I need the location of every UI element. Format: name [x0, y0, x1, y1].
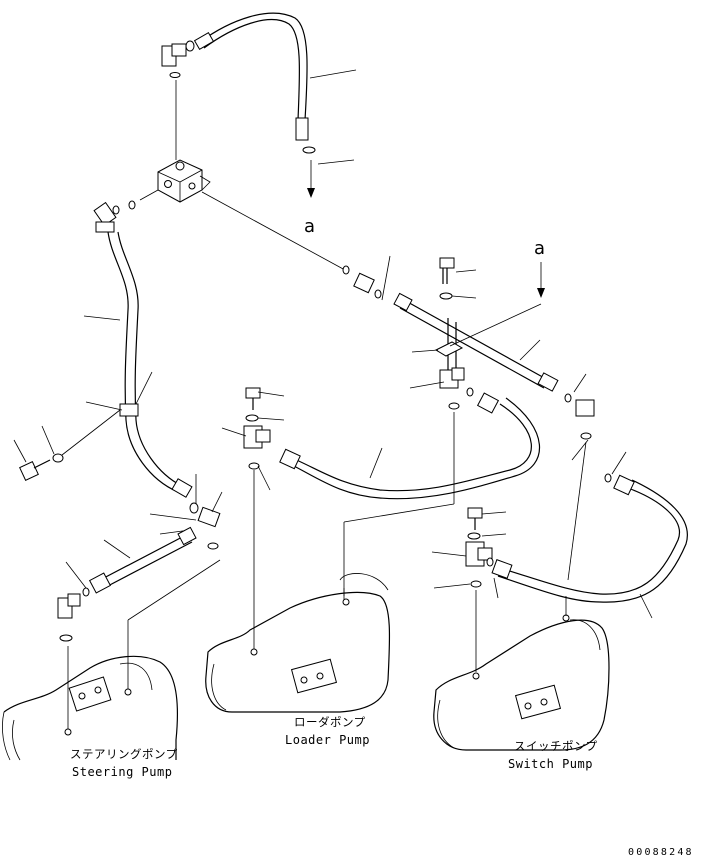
reference-arrow-right: a — [449, 238, 545, 347]
reference-arrow-top: a — [304, 160, 315, 237]
top-hose — [185, 12, 316, 154]
centre-fitting — [342, 265, 382, 299]
left-tee-fitting — [189, 502, 221, 550]
steering-elbow — [57, 593, 81, 730]
leader-loader-washer — [257, 417, 285, 421]
hose-clamp-left — [61, 403, 139, 456]
leader-top-hose — [309, 69, 357, 79]
leader-loader-pump-line — [343, 503, 455, 523]
right-elbow-fitting — [564, 393, 595, 581]
centre-tee-fitting — [439, 367, 474, 504]
leader-loader-elbow — [221, 427, 247, 437]
ref-a-right: a — [534, 238, 545, 259]
leader-switch-elbow — [431, 551, 467, 557]
leader-switch-oring — [611, 451, 627, 475]
leader-clamp-2 — [135, 371, 153, 405]
leader-right-elbow — [573, 373, 587, 393]
loader-pump-en: Loader Pump — [285, 733, 370, 747]
clamp-bolt — [19, 453, 64, 481]
cross-tube-bracket — [434, 341, 464, 357]
loader-pump-label: ローダポンプ Loader Pump — [285, 715, 370, 747]
leader-switch-bolt — [481, 511, 507, 515]
leader-bolt-top — [455, 269, 477, 273]
steering-pump — [2, 655, 179, 761]
loader-hose — [279, 392, 540, 500]
leader-bracket — [411, 349, 439, 353]
switch-pump-jp: スイッチポンプ — [514, 739, 598, 753]
steering-short-hose — [82, 526, 197, 597]
left-elbow-fitting — [93, 201, 117, 233]
switch-elbow-fitting — [465, 507, 494, 672]
loader-elbow-fitting — [243, 387, 271, 470]
steering-pump-jp: ステアリングポンプ — [70, 747, 178, 761]
cross-tube — [393, 292, 559, 392]
leader-switch-washer — [481, 533, 507, 537]
leader-lower-3 — [149, 513, 197, 521]
leader-lower-2 — [211, 491, 223, 513]
leader-centre — [381, 255, 391, 301]
steering-pump-en: Steering Pump — [72, 765, 172, 779]
leader-left-hose — [83, 315, 121, 321]
junction-block — [112, 159, 211, 215]
loader-pump — [205, 573, 391, 713]
leader-switch-hose — [639, 593, 653, 619]
leader-steering-line — [127, 559, 221, 621]
leader-bolt-1 — [13, 439, 27, 463]
leader-loader-oring — [257, 465, 271, 491]
leader-loader-bolt — [257, 391, 285, 397]
switch-pump — [433, 614, 610, 751]
leader-right-oring — [571, 439, 589, 461]
leader-bolt-2 — [41, 425, 55, 455]
ref-a-top: a — [304, 216, 315, 237]
leader-switch-side — [493, 577, 499, 599]
drawing-code: 00088248 — [628, 847, 694, 858]
leader-line-block — [201, 191, 346, 271]
switch-pump-label: スイッチポンプ Switch Pump — [508, 739, 598, 771]
leader-switch-oring-2 — [433, 583, 471, 589]
leader-washer-top — [451, 295, 477, 299]
switch-hose — [491, 473, 688, 603]
loader-pump-jp: ローダポンプ — [294, 715, 366, 729]
leader-clamp-1 — [85, 401, 123, 411]
switch-pump-en: Switch Pump — [508, 757, 593, 771]
leader-loader-hose — [369, 447, 383, 479]
leader-short-hose-2 — [65, 561, 87, 589]
left-vertical-hose — [107, 231, 193, 498]
top-elbow-fitting — [161, 43, 187, 160]
leader-cross-tube — [519, 339, 541, 361]
leader-centre-tee — [409, 381, 445, 389]
steering-pump-label: ステアリングポンプ Steering Pump — [70, 747, 178, 779]
leader-top-oring — [317, 159, 355, 165]
leader-short-hose — [103, 539, 131, 559]
cross-tube-bolt — [439, 257, 455, 300]
